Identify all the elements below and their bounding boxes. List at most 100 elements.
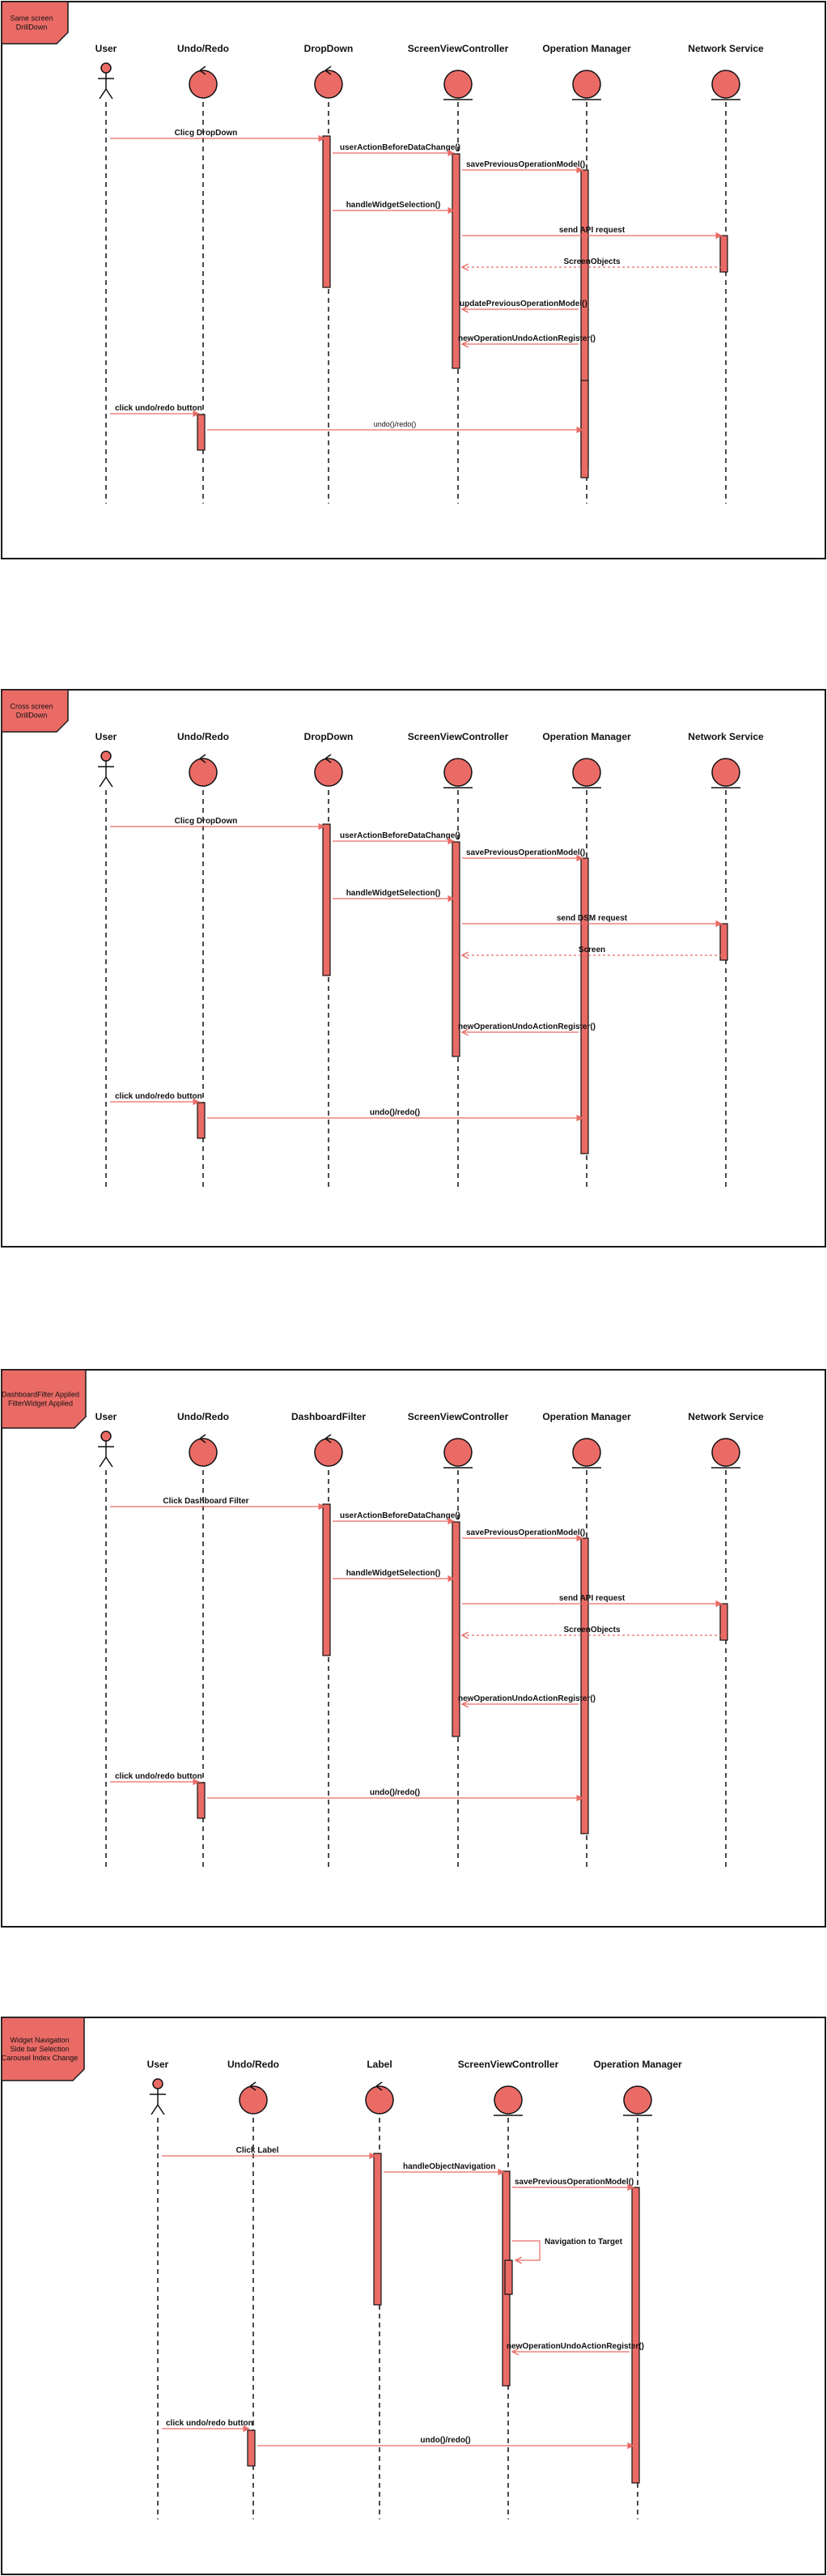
message-label: savePreviousOperationModel() [466, 160, 585, 169]
message-label: Click Label [236, 2146, 279, 2155]
activation-bar [322, 1503, 331, 1656]
participant-network-service: Network Service [688, 731, 764, 1190]
message: updatePreviousOperationModel() [460, 300, 587, 309]
participant-name: Operation Manager [542, 731, 631, 742]
message-label: ScreenObjects [563, 257, 620, 266]
activation-bar [580, 380, 589, 478]
control-icon [365, 2081, 394, 2115]
message: Navigation to Target [512, 2238, 623, 2260]
diagram-frame [1, 689, 826, 1248]
message: undo()/redo() [207, 420, 583, 434]
message-label: handleWidgetSelection() [346, 1569, 441, 1578]
activation-bar [580, 857, 589, 1154]
actor-icon [150, 2078, 166, 2115]
control-icon [189, 754, 218, 787]
entity-icon [711, 1438, 740, 1469]
participant-name: ScreenViewController [458, 2059, 559, 2070]
message: handleObjectNavigation [384, 2162, 505, 2176]
message-label: send API request [559, 1594, 626, 1603]
entity-icon [443, 70, 473, 100]
message-label: handleWidgetSelection() [346, 889, 441, 898]
message-label: userActionBeforeDataChange() [340, 1511, 460, 1520]
participant-name: Network Service [688, 1411, 764, 1422]
activation-bar [452, 841, 460, 1057]
participant-name: Label [367, 2059, 392, 2070]
entity-icon [443, 1438, 473, 1469]
message: click undo/redo button [110, 1772, 202, 1786]
message-label: userActionBeforeDataChange() [340, 143, 460, 152]
message-label: click undo/redo button [115, 1092, 202, 1101]
participant-name: DropDown [304, 43, 354, 54]
message: userActionBeforeDataChange() [333, 143, 460, 157]
activation-bar [322, 135, 331, 288]
message-label: savePreviousOperationModel() [466, 1528, 585, 1537]
participant-name: DropDown [304, 731, 354, 742]
message: handleWidgetSelection() [333, 889, 455, 903]
participant-name: Undo/Redo [177, 43, 229, 54]
diagram-tag-text: FilterWidget Applied [8, 1400, 73, 1408]
message-label: handleWidgetSelection() [346, 201, 441, 210]
activation-bar [373, 2153, 382, 2306]
entity-icon [711, 758, 740, 789]
message: Clicg DropDown [110, 129, 325, 142]
participant-name: User [147, 2059, 169, 2070]
participant-undo-redo: Undo/Redo [227, 2059, 279, 2519]
message-label: undo()/redo() [370, 1108, 420, 1117]
message: handleWidgetSelection() [333, 201, 455, 215]
message: Click Dashboard Filter [110, 1497, 325, 1511]
message: send DSM request [462, 914, 723, 928]
diagram-frame [1, 2017, 826, 2575]
diagram-tag-text: Same screen [10, 15, 53, 23]
participant-network-service: Network Service [688, 1411, 764, 1870]
message: send API request [462, 226, 723, 240]
diagram-tag [1, 1369, 87, 1429]
participant-user: User [95, 1411, 117, 1870]
diagram-tag-text: Widget Navigation [10, 2036, 69, 2044]
activation-bar [631, 2187, 640, 2484]
activation-bar [197, 414, 206, 451]
message: savePreviousOperationModel() [512, 2178, 634, 2191]
activation-bar [719, 1603, 728, 1641]
control-icon [314, 1434, 343, 1467]
message-label: Click Dashboard Filter [163, 1497, 248, 1506]
activation-bar [504, 2259, 513, 2295]
message: ScreenObjects [462, 257, 722, 267]
message: savePreviousOperationModel() [462, 160, 585, 174]
message: click undo/redo button [110, 1092, 202, 1106]
diagram-tag-text: DrillDown [16, 23, 48, 32]
message-label: userActionBeforeDataChange() [340, 831, 460, 840]
message-label: Screen [579, 946, 605, 954]
diagram-frame [1, 1, 826, 559]
message-label: click undo/redo button [166, 2419, 253, 2428]
message-label: undo()/redo() [420, 2436, 470, 2445]
message-arrow [512, 2240, 541, 2260]
activation-bar [452, 1521, 460, 1737]
participant-name: DashboardFilter [291, 1411, 366, 1422]
participant-name: ScreenViewController [408, 731, 509, 742]
message-label: Navigation to Target [545, 2238, 623, 2247]
message-label: newOperationUndoActionRegister() [458, 334, 596, 343]
message: undo()/redo() [257, 2436, 634, 2450]
message-label: undo()/redo() [374, 420, 417, 428]
message: send API request [462, 1594, 723, 1608]
message: click undo/redo button [110, 404, 202, 418]
message-label: newOperationUndoActionRegister() [507, 2342, 644, 2351]
participant-name: Undo/Redo [177, 1411, 229, 1422]
entity-icon [623, 2085, 652, 2116]
control-icon [314, 66, 343, 99]
diagram-tag [1, 689, 69, 733]
message-label: handleObjectNavigation [403, 2162, 495, 2171]
message: undo()/redo() [207, 1788, 583, 1802]
diagram-tag-text: Side bar Selection [10, 2045, 69, 2053]
activation-bar [719, 235, 728, 273]
message: Screen [462, 946, 722, 955]
activation-bar [197, 1782, 206, 1819]
activation-bar [719, 923, 728, 961]
participant-name: ScreenViewController [408, 1411, 509, 1422]
message: ScreenObjects [462, 1626, 722, 1635]
activation-bar [580, 1537, 589, 1834]
